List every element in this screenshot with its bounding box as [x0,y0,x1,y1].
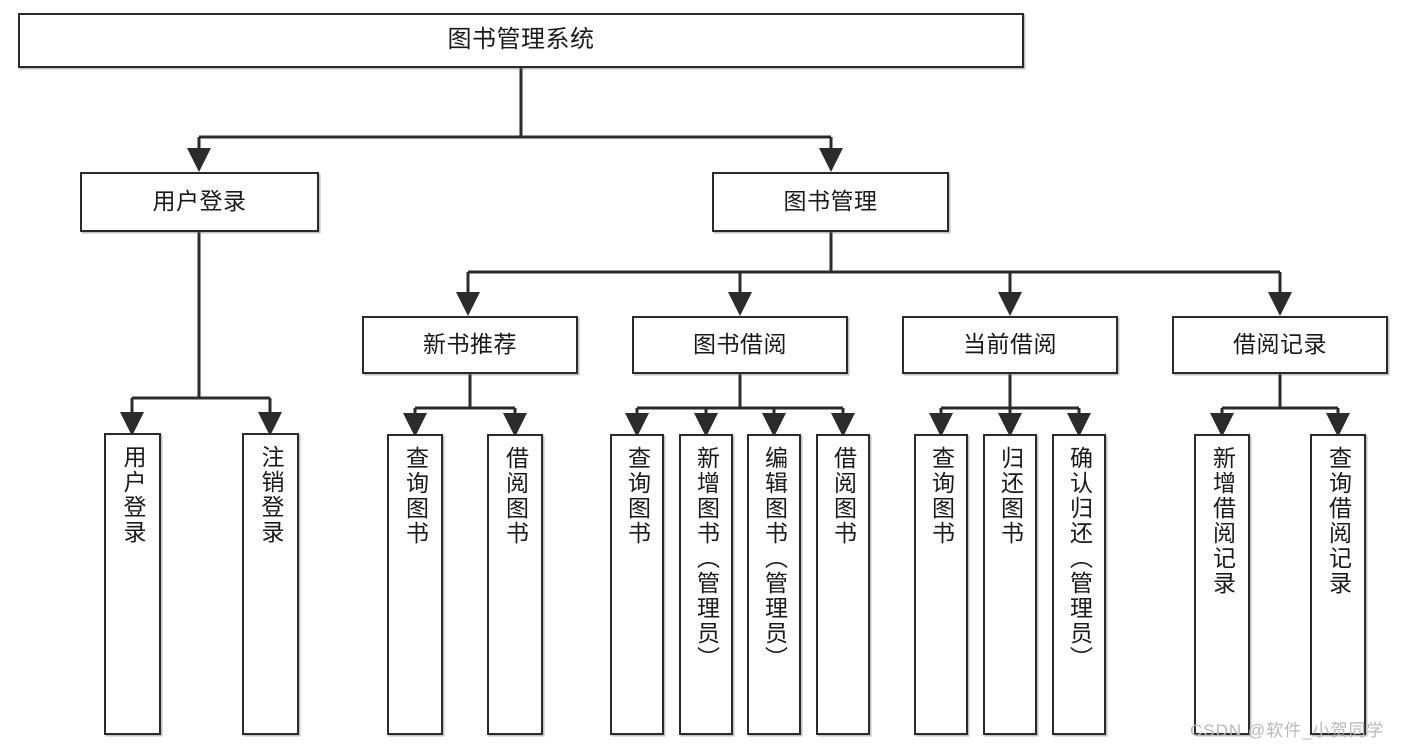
node-leaf-add-record[interactable]: 新增借阅记录 [1194,434,1250,735]
node-leaf-borrow-book-1-label: 借阅图书 [502,446,529,546]
node-leaf-query-book-2[interactable]: 查询图书 [610,434,664,735]
node-leaf-return-book[interactable]: 归还图书 [983,434,1037,735]
csdn-watermark: CSDN @软件_小贺同学 [1190,721,1385,740]
node-user-login[interactable]: 用户登录 [80,172,319,232]
node-leaf-borrow-book-2[interactable]: 借阅图书 [816,434,870,735]
node-leaf-query-book-1-label: 查询图书 [402,446,429,546]
node-leaf-confirm-return[interactable]: 确认归还（管理员） [1052,434,1106,735]
node-leaf-borrow-book-1[interactable]: 借阅图书 [487,434,543,735]
node-leaf-query-book-3[interactable]: 查询图书 [914,434,968,735]
node-leaf-add-book-label: 新增图书（管理员） [693,446,720,671]
node-leaf-add-record-label: 新增借阅记录 [1209,446,1236,596]
node-borrow-record[interactable]: 借阅记录 [1172,316,1388,374]
node-root-label: 图书管理系统 [447,26,595,54]
node-borrow-record-label: 借阅记录 [1233,331,1327,358]
node-user-login-label: 用户登录 [152,188,247,215]
node-root[interactable]: 图书管理系统 [18,13,1024,68]
node-leaf-query-record-label: 查询借阅记录 [1325,446,1352,596]
node-leaf-user-login-label: 用户登录 [120,445,146,545]
node-leaf-confirm-return-label: 确认归还（管理员） [1066,446,1093,671]
node-leaf-query-record[interactable]: 查询借阅记录 [1310,434,1366,735]
node-new-book-rec-label: 新书推荐 [423,331,517,358]
node-leaf-query-book-3-label: 查询图书 [928,446,955,546]
node-book-borrow-label: 图书借阅 [693,331,787,358]
node-leaf-logout-label: 注销登录 [258,445,284,545]
node-current-borrow-label: 当前借阅 [963,331,1057,358]
node-leaf-edit-book[interactable]: 编辑图书（管理员） [747,434,801,735]
node-leaf-logout[interactable]: 注销登录 [242,433,299,735]
node-book-manage-label: 图书管理 [783,188,878,215]
node-leaf-query-book-1[interactable]: 查询图书 [387,434,443,735]
node-leaf-return-book-label: 归还图书 [997,446,1024,546]
node-book-manage[interactable]: 图书管理 [712,172,949,232]
node-leaf-user-login[interactable]: 用户登录 [104,433,161,735]
node-new-book-rec[interactable]: 新书推荐 [362,316,578,374]
node-leaf-edit-book-label: 编辑图书（管理员） [761,446,788,671]
node-leaf-add-book[interactable]: 新增图书（管理员） [679,434,733,735]
node-leaf-query-book-2-label: 查询图书 [624,446,651,546]
node-book-borrow[interactable]: 图书借阅 [632,316,848,374]
node-leaf-borrow-book-2-label: 借阅图书 [830,446,857,546]
node-current-borrow[interactable]: 当前借阅 [902,316,1118,374]
